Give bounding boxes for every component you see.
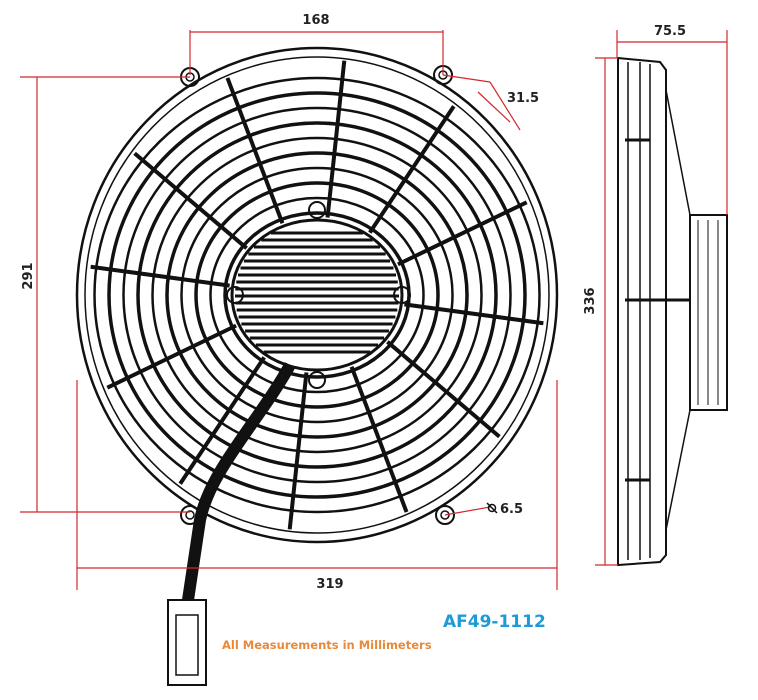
connector-latch bbox=[175, 614, 199, 676]
grill-spoke bbox=[397, 200, 528, 267]
grill-spoke bbox=[349, 366, 409, 513]
screw-icon bbox=[393, 286, 411, 304]
cable-inner bbox=[184, 363, 294, 601]
screw-icon bbox=[226, 286, 244, 304]
connector bbox=[167, 599, 207, 686]
grill-spoke bbox=[386, 340, 501, 439]
grill-ring bbox=[194, 181, 440, 409]
grill-spoke bbox=[404, 302, 544, 326]
grill-ring bbox=[93, 76, 541, 514]
dim-6-5: 6.5 bbox=[500, 502, 523, 517]
grill-spoke bbox=[325, 60, 347, 218]
screw-icon bbox=[308, 371, 326, 389]
fan-housing-inner bbox=[84, 56, 550, 534]
dim-319: 319 bbox=[316, 577, 343, 592]
fan-front-view bbox=[75, 46, 559, 686]
dimension-lines bbox=[20, 30, 728, 590]
dim-31-5: 31.5 bbox=[507, 91, 539, 106]
fan-side-view bbox=[617, 56, 728, 567]
grill-spoke bbox=[178, 356, 266, 485]
grill-spoke bbox=[225, 77, 285, 224]
mount-hole bbox=[440, 510, 450, 520]
motor-hub bbox=[230, 218, 404, 372]
dim-168: 168 bbox=[302, 13, 329, 28]
dim-291: 291 bbox=[21, 262, 36, 289]
mount-tab bbox=[435, 505, 455, 525]
grill-spoke bbox=[90, 264, 230, 288]
grill-spoke bbox=[287, 372, 309, 530]
grill-spoke bbox=[106, 323, 237, 390]
grill-spoke bbox=[368, 105, 456, 234]
grill-ring bbox=[136, 121, 498, 469]
dim-75-5: 75.5 bbox=[654, 24, 686, 39]
grill-ring bbox=[122, 106, 512, 484]
grill-ring bbox=[165, 151, 469, 439]
measurement-note: All Measurements in Millimeters bbox=[222, 638, 432, 652]
diameter-icon bbox=[486, 502, 498, 514]
part-number: AF49-1112 bbox=[443, 612, 546, 632]
screw-icon bbox=[308, 201, 326, 219]
grill-ring bbox=[151, 136, 483, 454]
grill-ring bbox=[107, 91, 527, 499]
fan-housing bbox=[75, 46, 559, 544]
grill-ring bbox=[209, 196, 425, 394]
grill-spoke bbox=[133, 151, 248, 250]
grill-ring bbox=[180, 166, 454, 424]
mount-hole bbox=[185, 510, 195, 520]
dim-336: 336 bbox=[583, 287, 598, 314]
